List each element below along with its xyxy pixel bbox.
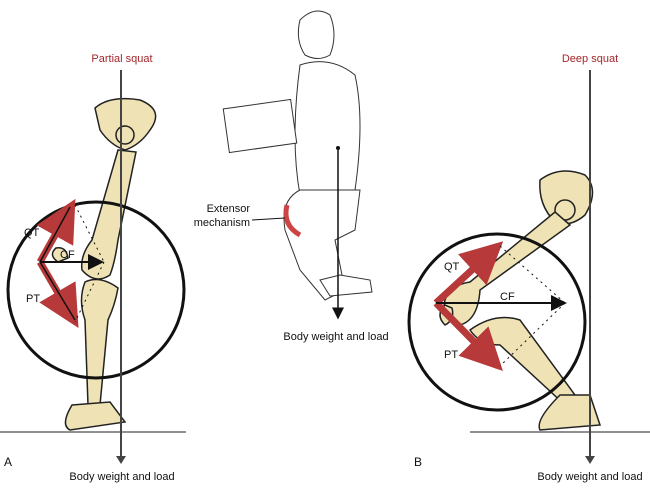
extensor-label-line1: Extensor	[207, 203, 251, 215]
pt-label: PT	[26, 293, 40, 305]
panel-a-title: Partial squat	[91, 53, 152, 65]
pt-force-arrow	[433, 300, 503, 371]
extensor-leader-line	[251, 217, 286, 221]
parallelogram-dotted	[74, 261, 105, 323]
qt-label: QT	[24, 227, 40, 239]
cf-label: CF	[60, 249, 75, 261]
panel-b-title: Deep squat	[562, 53, 618, 65]
leg-bones	[51, 97, 157, 431]
pt-vector-line	[39, 261, 76, 321]
panel-b: Deep squat QT CF PT B Body weight and lo…	[407, 53, 650, 483]
center-load-label: Body weight and load	[283, 331, 388, 343]
panel-b-letter: B	[414, 455, 422, 469]
extensor-label-line2: mechanism	[194, 217, 250, 229]
leg-bones	[439, 170, 602, 431]
panel-b-load-label: Body weight and load	[537, 471, 642, 483]
parallelogram-dotted	[499, 245, 566, 304]
qt-vector-line	[39, 206, 71, 263]
cf-label: CF	[500, 291, 515, 303]
lifting-person-figure: Extensor mechanism Body weight and load	[194, 10, 389, 343]
qt-force-arrow	[433, 241, 504, 306]
knee-magnifier-circle	[407, 232, 587, 412]
pt-label: PT	[444, 349, 458, 361]
panel-a-load-label: Body weight and load	[69, 471, 174, 483]
panel-a: Partial squat QT CF PT A Body weight and…	[0, 53, 186, 483]
knee-magnifier-circle	[6, 200, 186, 380]
panel-a-letter: A	[4, 455, 12, 469]
parallelogram-dotted	[74, 204, 105, 263]
qt-label: QT	[444, 261, 460, 273]
